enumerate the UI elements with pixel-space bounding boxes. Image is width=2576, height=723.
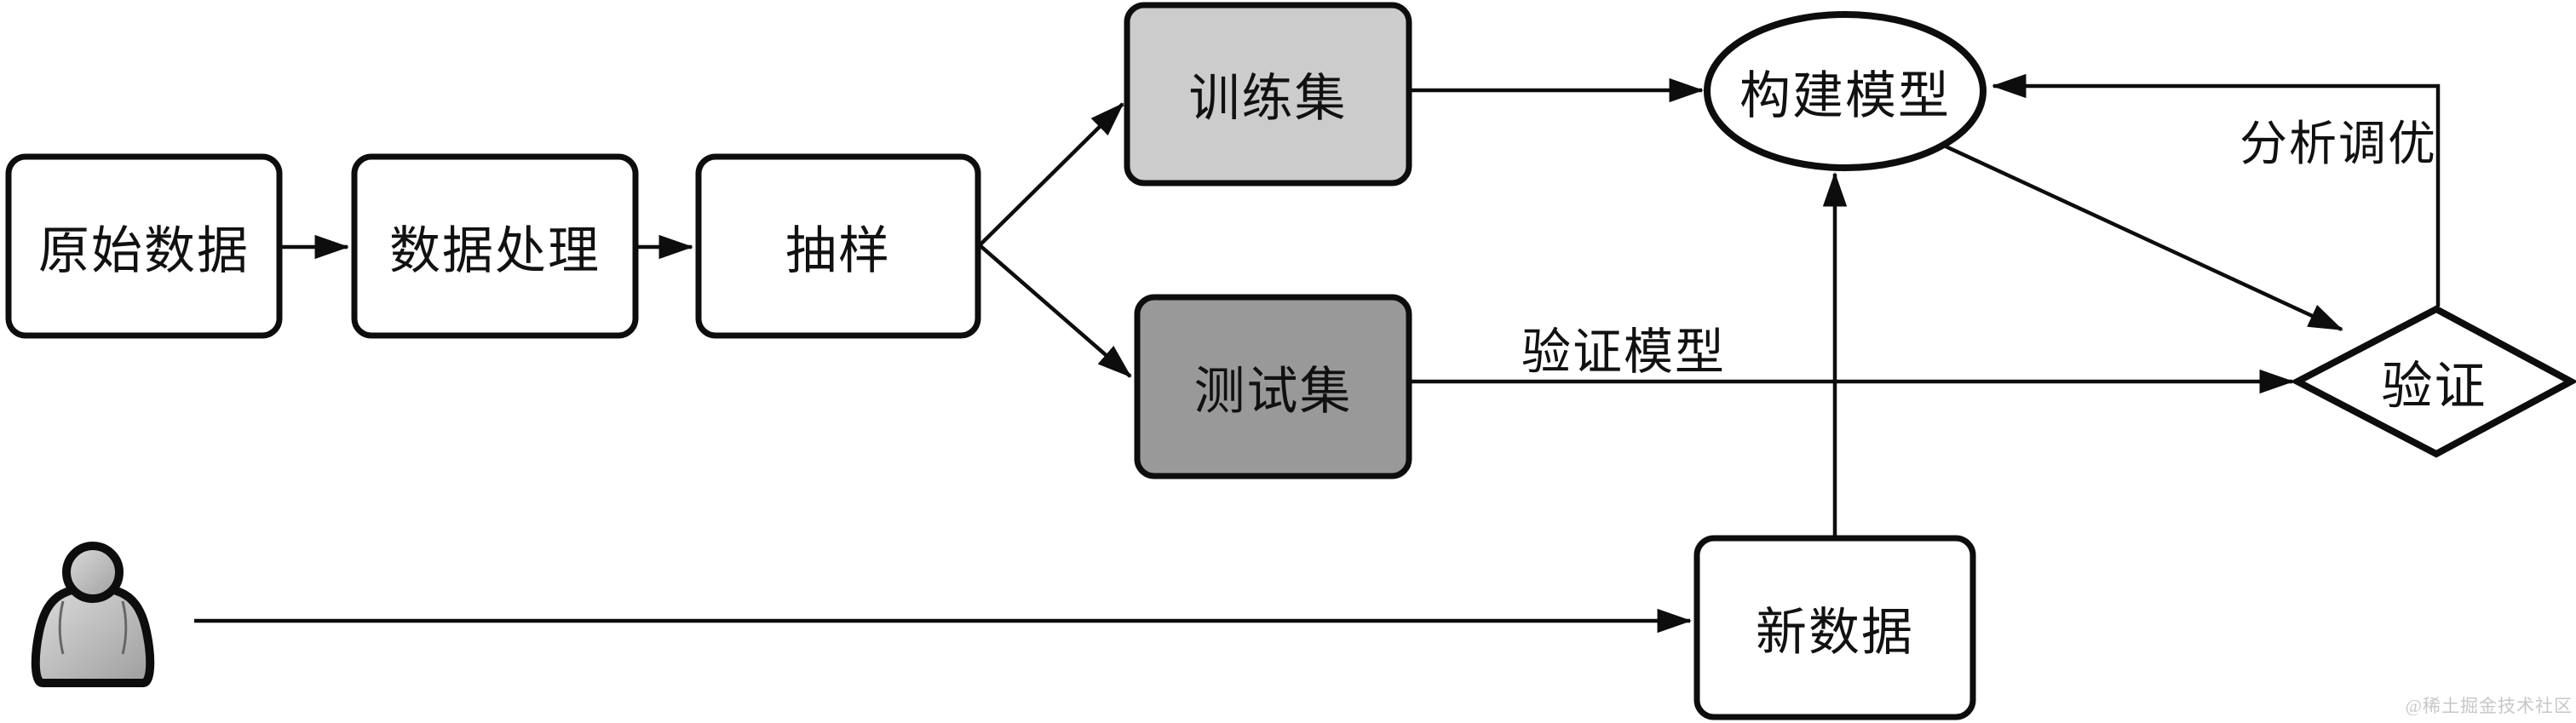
node-raw-data-box bbox=[5, 153, 283, 339]
watermark: @稀土掘金技术社区 bbox=[2405, 696, 2573, 716]
person-arm-crease-left bbox=[58, 600, 65, 655]
node-build-model-ellipse bbox=[1704, 11, 1987, 171]
arrow-sample-to-test bbox=[978, 244, 1132, 378]
node-validate-label: 验证 bbox=[2381, 358, 2487, 415]
person-icon bbox=[31, 542, 155, 687]
person-arm-crease-right bbox=[121, 600, 128, 655]
arrow-validate-to-model-feedback bbox=[1991, 73, 2441, 307]
node-training-set-label: 训练集 bbox=[1188, 71, 1348, 127]
node-test-set-box bbox=[1134, 294, 1412, 479]
arrow-sample-to-train bbox=[978, 102, 1124, 247]
node-raw-data-label: 原始数据 bbox=[38, 222, 250, 279]
person-head bbox=[62, 542, 124, 603]
arrow-model-to-validate bbox=[1943, 143, 2343, 332]
node-build-model-label: 构建模型 bbox=[1739, 67, 1951, 124]
node-new-data-label: 新数据 bbox=[1756, 604, 1914, 661]
node-test-set-label: 测试集 bbox=[1193, 363, 1353, 420]
connectors bbox=[194, 73, 2441, 634]
node-validate-diamond bbox=[2290, 305, 2576, 458]
node-new-data-box bbox=[1693, 535, 1976, 720]
node-sampling-label: 抽样 bbox=[785, 222, 891, 279]
node-sampling-box bbox=[695, 153, 981, 339]
node-data-processing-label: 数据处理 bbox=[389, 222, 601, 279]
node-data-processing-box bbox=[351, 153, 639, 339]
edge-label-validate-model: 验证模型 bbox=[1521, 324, 1726, 380]
edge-label-analyze-tune: 分析调优 bbox=[2240, 118, 2437, 171]
node-training-set-box bbox=[1124, 2, 1412, 186]
